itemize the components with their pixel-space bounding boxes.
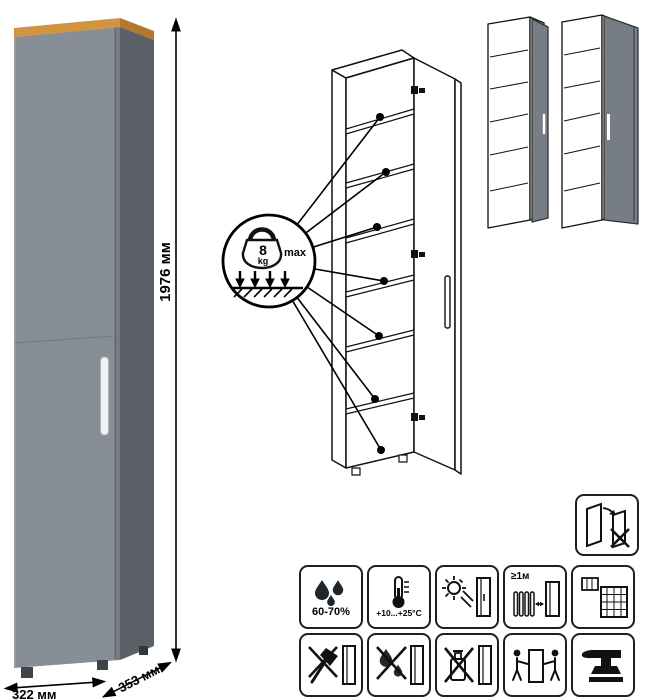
door-warning-pictogram bbox=[575, 494, 639, 556]
cabinet-photo bbox=[13, 18, 154, 678]
care-icons-grid: 60-70% +10...+25°C bbox=[299, 565, 635, 697]
humidity-pictogram: 60-70% bbox=[299, 565, 363, 629]
mini-handle-2 bbox=[607, 114, 610, 140]
no-heavy-load-pictogram bbox=[571, 633, 635, 697]
wood-trim-side bbox=[120, 18, 154, 40]
no-sharp-tools-icon bbox=[308, 645, 356, 685]
no-moisture-pictogram bbox=[367, 633, 431, 697]
weight-handle bbox=[247, 227, 277, 241]
front-mid-seam bbox=[13, 335, 116, 344]
weight-unit-label: kg bbox=[257, 256, 269, 266]
mini-door-right-option bbox=[603, 15, 639, 225]
open-door-face bbox=[413, 57, 456, 471]
door-handle bbox=[100, 356, 109, 436]
thermometer-icon bbox=[392, 576, 409, 609]
width-label: 322 мм bbox=[12, 687, 57, 700]
mini-door-left-option bbox=[531, 18, 549, 223]
open-cabinet-drawing bbox=[331, 49, 462, 476]
drawing-foot-left bbox=[351, 467, 361, 476]
radiator-distance-icon bbox=[513, 581, 560, 617]
foot-right bbox=[97, 660, 108, 670]
distance-label: ≥1м bbox=[511, 571, 530, 582]
ventilation-pictogram bbox=[571, 565, 635, 629]
ventilation-grille-icon bbox=[581, 577, 628, 618]
drawing-door-handle bbox=[444, 275, 451, 329]
cabinet-side-panel bbox=[120, 27, 154, 660]
sun-and-cabinet-icon bbox=[442, 576, 491, 617]
width-dimension-arrow bbox=[3, 677, 107, 693]
no-solvents-icon bbox=[443, 645, 492, 685]
left-wall bbox=[331, 69, 347, 469]
door-warning-icon bbox=[586, 502, 630, 549]
no-solvents-pictogram bbox=[435, 633, 499, 697]
depth-dimension-arrow bbox=[101, 661, 173, 698]
water-drops-icon bbox=[315, 579, 344, 606]
weight-value-label: 8 bbox=[259, 242, 267, 258]
heater-distance-pictogram: ≥1м bbox=[503, 565, 567, 629]
cabinet-door-front bbox=[14, 27, 120, 668]
open-door-edge bbox=[454, 78, 462, 475]
door-option-right bbox=[561, 14, 639, 229]
shelf-weight-callout bbox=[221, 213, 317, 309]
temperature-pictogram: +10...+25°C bbox=[367, 565, 431, 629]
no-liquids-icon bbox=[376, 645, 424, 685]
load-arrows bbox=[235, 271, 290, 289]
anvil-icon bbox=[581, 650, 623, 682]
foot-left bbox=[21, 667, 33, 678]
door-option-left bbox=[487, 16, 549, 229]
temperature-label: +10...+25°C bbox=[376, 608, 422, 619]
two-person-carry-icon bbox=[512, 649, 560, 683]
floor-hatching bbox=[233, 288, 293, 298]
humidity-label: 60-70% bbox=[312, 605, 350, 618]
hinges bbox=[411, 86, 425, 421]
weight-body bbox=[241, 238, 283, 270]
sunlight-pictogram bbox=[435, 565, 499, 629]
weight-max-label: max bbox=[284, 247, 307, 259]
door-edge-shade bbox=[115, 27, 120, 660]
wood-trim-front bbox=[14, 18, 120, 37]
drawing-foot-right bbox=[398, 454, 408, 463]
shelf-dots bbox=[371, 113, 390, 454]
no-impact-pictogram bbox=[299, 633, 363, 697]
carry-carefully-pictogram bbox=[503, 633, 567, 697]
foot-back bbox=[139, 646, 148, 655]
height-dimension-arrow bbox=[171, 17, 181, 663]
height-label: 1976 мм bbox=[157, 242, 174, 302]
